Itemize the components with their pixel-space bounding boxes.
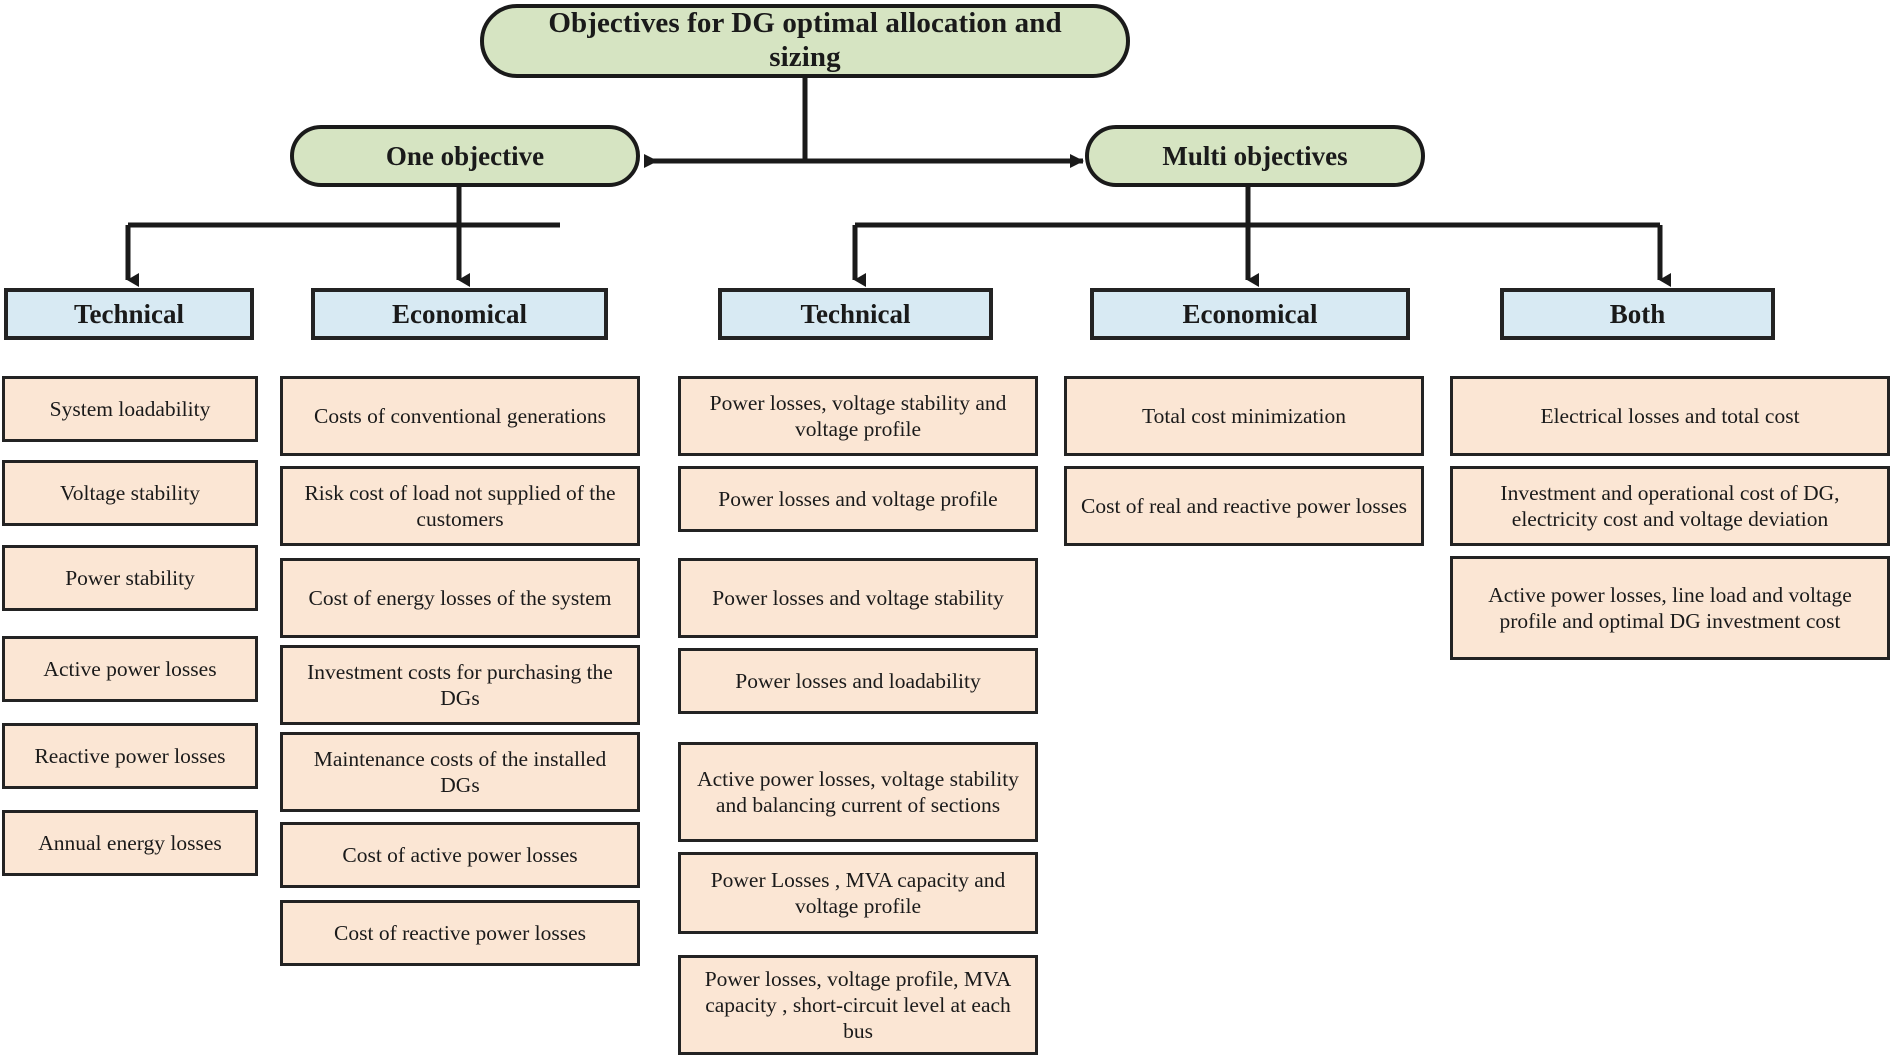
- branch-node-multi-objectives[interactable]: Multi objectives: [1085, 125, 1425, 187]
- item-label: Power losses, voltage stability and volt…: [709, 390, 1007, 441]
- item-multi-economical-0[interactable]: Total cost minimization: [1064, 376, 1424, 456]
- item-label: Power losses and voltage stability: [712, 585, 1004, 610]
- item-label: Maintenance costs of the installed DGs: [313, 746, 607, 797]
- branch-node-one-objective-label: One objective: [385, 140, 545, 171]
- item-one-technical-4[interactable]: Reactive power losses: [2, 723, 258, 789]
- item-label: Electrical losses and total cost: [1540, 403, 1800, 428]
- header-multi-economical[interactable]: Economical: [1090, 288, 1410, 340]
- item-multi-both-2[interactable]: Active power losses, line load and volta…: [1450, 556, 1890, 660]
- item-one-economical-6[interactable]: Cost of reactive power losses: [280, 900, 640, 966]
- header-one-economical-label: Economical: [392, 298, 527, 329]
- header-multi-economical-label: Economical: [1182, 298, 1318, 329]
- item-label: Active power losses, line load and volta…: [1488, 582, 1852, 633]
- item-label: Cost of real and reactive power losses: [1081, 493, 1407, 518]
- item-one-economical-5[interactable]: Cost of active power losses: [280, 822, 640, 888]
- header-one-technical-label: Technical: [73, 298, 185, 329]
- header-multi-both-label: Both: [1609, 298, 1666, 329]
- item-one-technical-3[interactable]: Active power losses: [2, 636, 258, 702]
- item-multi-technical-1[interactable]: Power losses and voltage profile: [678, 466, 1038, 532]
- item-multi-technical-2[interactable]: Power losses and voltage stability: [678, 558, 1038, 638]
- branch-node-one-objective[interactable]: One objective: [290, 125, 640, 187]
- item-label: Power Losses , MVA capacity and voltage …: [710, 867, 1006, 918]
- header-one-technical[interactable]: Technical: [4, 288, 254, 340]
- item-label: Power losses, voltage profile, MVA capac…: [704, 966, 1012, 1044]
- root-node-label: Objectives for DG optimal allocation and…: [548, 7, 1062, 73]
- item-label: Active power losses: [43, 656, 217, 681]
- branch-node-multi-objectives-label: Multi objectives: [1162, 140, 1348, 171]
- item-label: Total cost minimization: [1142, 403, 1346, 428]
- item-one-technical-0[interactable]: System loadability: [2, 376, 258, 442]
- item-label: Annual energy losses: [38, 830, 222, 855]
- item-multi-technical-3[interactable]: Power losses and loadability: [678, 648, 1038, 714]
- item-label: Investment and operational cost of DG, e…: [1500, 480, 1840, 531]
- item-label: Costs of conventional generations: [314, 403, 606, 428]
- item-multi-technical-5[interactable]: Power Losses , MVA capacity and voltage …: [678, 852, 1038, 934]
- item-one-technical-2[interactable]: Power stability: [2, 545, 258, 611]
- item-label: System loadability: [49, 396, 211, 421]
- item-multi-economical-1[interactable]: Cost of real and reactive power losses: [1064, 466, 1424, 546]
- item-label: Power losses and loadability: [735, 668, 981, 693]
- item-label: Cost of reactive power losses: [334, 920, 586, 945]
- item-label: Cost of energy losses of the system: [308, 585, 612, 610]
- item-one-economical-2[interactable]: Cost of energy losses of the system: [280, 558, 640, 638]
- item-multi-both-0[interactable]: Electrical losses and total cost: [1450, 376, 1890, 456]
- item-label: Power stability: [65, 565, 195, 590]
- header-multi-technical[interactable]: Technical: [718, 288, 993, 340]
- item-label: Active power losses, voltage stability a…: [697, 766, 1019, 817]
- item-label: Risk cost of load not supplied of the cu…: [304, 480, 616, 531]
- root-node-objectives[interactable]: Objectives for DG optimal allocation and…: [480, 4, 1130, 78]
- item-label: Reactive power losses: [34, 743, 226, 768]
- item-one-economical-0[interactable]: Costs of conventional generations: [280, 376, 640, 456]
- item-label: Cost of active power losses: [342, 842, 578, 867]
- item-multi-technical-0[interactable]: Power losses, voltage stability and volt…: [678, 376, 1038, 456]
- item-label: Investment costs for purchasing the DGs: [307, 659, 613, 710]
- item-one-economical-3[interactable]: Investment costs for purchasing the DGs: [280, 645, 640, 725]
- item-one-economical-4[interactable]: Maintenance costs of the installed DGs: [280, 732, 640, 812]
- header-multi-both[interactable]: Both: [1500, 288, 1775, 340]
- item-one-technical-5[interactable]: Annual energy losses: [2, 810, 258, 876]
- item-label: Power losses and voltage profile: [718, 486, 998, 511]
- header-multi-technical-label: Technical: [800, 298, 911, 329]
- item-one-economical-1[interactable]: Risk cost of load not supplied of the cu…: [280, 466, 640, 546]
- header-one-economical[interactable]: Economical: [311, 288, 608, 340]
- item-multi-both-1[interactable]: Investment and operational cost of DG, e…: [1450, 466, 1890, 546]
- item-multi-technical-6[interactable]: Power losses, voltage profile, MVA capac…: [678, 955, 1038, 1055]
- item-label: Voltage stability: [60, 480, 200, 505]
- item-one-technical-1[interactable]: Voltage stability: [2, 460, 258, 526]
- item-multi-technical-4[interactable]: Active power losses, voltage stability a…: [678, 742, 1038, 842]
